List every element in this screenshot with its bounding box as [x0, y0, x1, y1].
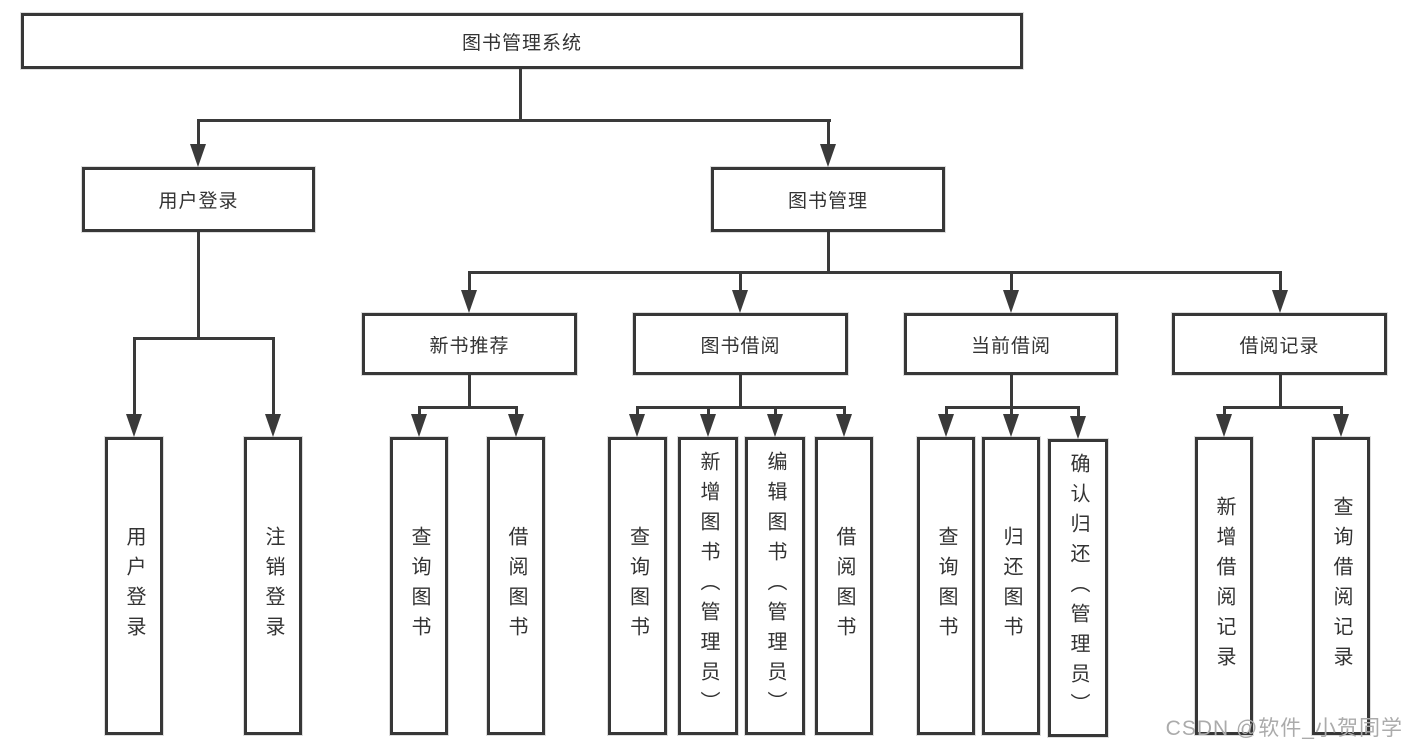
connector-line: [272, 337, 275, 415]
connector-arrow: [1272, 290, 1288, 313]
connector-line: [197, 119, 831, 122]
node-leaf-bb-query-books: 查询图书: [608, 437, 667, 735]
connector-line: [468, 271, 1282, 274]
node-leaf-logout: 注销登录: [244, 437, 302, 735]
connector-line: [418, 406, 421, 416]
connector-line: [827, 119, 830, 146]
connector-arrow: [190, 144, 206, 167]
connector-line: [1010, 271, 1013, 292]
node-book-borrow: 图书借阅: [633, 313, 848, 375]
node-leaf-bb-edit-books-admin: 编辑图书（管理员）: [745, 437, 805, 735]
connector-line: [1010, 375, 1013, 409]
connector-arrow: [508, 414, 524, 437]
connector-arrow: [1333, 414, 1349, 437]
node-leaf-nb-borrow-books: 借阅图书: [487, 437, 545, 735]
node-leaf-user-login: 用户登录: [105, 437, 163, 735]
connector-line: [1010, 406, 1013, 416]
connector-line: [1223, 406, 1343, 409]
connector-line: [468, 375, 471, 409]
connector-arrow: [700, 414, 716, 437]
connector-line: [774, 406, 777, 416]
connector-line: [197, 119, 200, 146]
node-library-system: 图书管理系统: [21, 13, 1023, 69]
connector-line: [1279, 375, 1282, 409]
connector-line: [1223, 406, 1226, 416]
connector-line: [133, 337, 136, 415]
node-leaf-cb-query-books: 查询图书: [917, 437, 975, 735]
node-leaf-br-add-record: 新增借阅记录: [1195, 437, 1253, 735]
node-leaf-cb-return-books: 归还图书: [982, 437, 1040, 735]
connector-line: [739, 375, 742, 409]
connector-line: [636, 406, 846, 409]
connector-line: [133, 337, 275, 340]
node-leaf-cb-confirm-return-admin: 确认归还（管理员）: [1048, 439, 1108, 737]
node-new-book-recommend: 新书推荐: [362, 313, 577, 375]
connector-line: [1077, 406, 1080, 416]
connector-arrow: [767, 414, 783, 437]
connector-line: [945, 406, 948, 416]
connector-arrow: [732, 290, 748, 313]
node-leaf-bb-borrow-books: 借阅图书: [815, 437, 873, 735]
connector-arrow: [1216, 414, 1232, 437]
connector-arrow: [836, 414, 852, 437]
connector-arrow: [461, 290, 477, 313]
connector-arrow: [629, 414, 645, 437]
connector-line: [1279, 271, 1282, 292]
connector-arrow: [1003, 290, 1019, 313]
connector-arrow: [820, 144, 836, 167]
node-leaf-bb-add-books-admin: 新增图书（管理员）: [678, 437, 738, 735]
connector-line: [418, 406, 518, 409]
connector-line: [739, 271, 742, 292]
connector-line: [636, 406, 639, 416]
connector-line: [1340, 406, 1343, 416]
connector-arrow: [1003, 414, 1019, 437]
connector-line: [515, 406, 518, 416]
node-leaf-nb-query-books: 查询图书: [390, 437, 448, 735]
connector-line: [843, 406, 846, 416]
connector-line: [197, 232, 200, 339]
csdn-watermark: CSDN @软件_小贺同学: [1165, 717, 1403, 740]
connector-arrow: [938, 414, 954, 437]
node-leaf-br-query-record: 查询借阅记录: [1312, 437, 1370, 735]
node-borrow-records: 借阅记录: [1172, 313, 1387, 375]
connector-line: [827, 232, 830, 274]
connector-arrow: [411, 414, 427, 437]
connector-line: [707, 406, 710, 416]
connector-arrow: [1070, 416, 1086, 439]
node-current-borrow: 当前借阅: [904, 313, 1118, 375]
node-book-management: 图书管理: [711, 167, 945, 232]
connector-arrow: [265, 414, 281, 437]
connector-arrow: [126, 414, 142, 437]
node-user-login: 用户登录: [82, 167, 315, 232]
connector-line: [519, 69, 522, 121]
connector-line: [468, 271, 471, 292]
